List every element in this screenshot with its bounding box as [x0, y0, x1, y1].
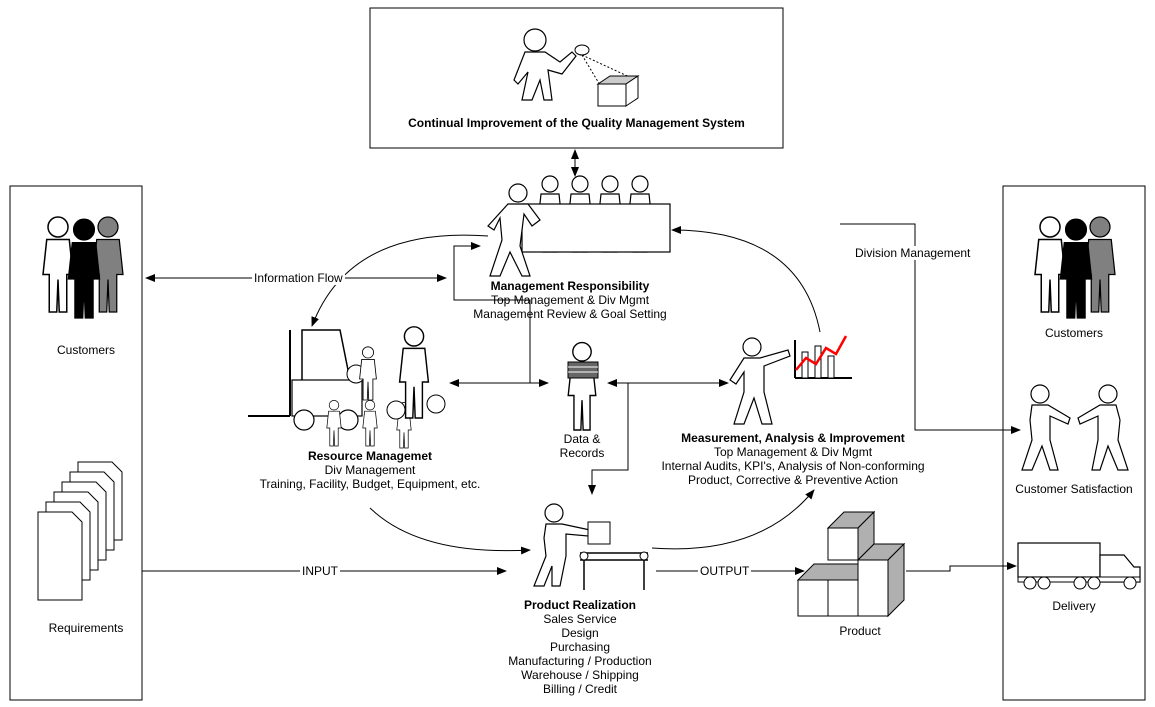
delivery-label: Delivery: [1052, 599, 1096, 613]
customers-left-icon: [42, 216, 124, 319]
customers-right-icon: [1034, 216, 1116, 319]
management-responsibility-block: Management Responsibility Top Management…: [440, 279, 700, 321]
resource-product-curve: [369, 507, 531, 555]
customer-satisfaction-label: Customer Satisfaction: [1015, 482, 1133, 496]
left-panel: [9, 185, 143, 701]
management-responsibility-title: Management Responsibility: [490, 279, 650, 293]
product-measurement-curve: [651, 489, 815, 550]
resource-people-icon: [326, 326, 446, 449]
product-realization-line-1: Sales Service: [543, 612, 617, 626]
resource-line-1: Div Management: [324, 463, 416, 477]
input-label: INPUT: [300, 564, 340, 578]
delivery-truck-icon: [1017, 542, 1141, 590]
product-realization-line-5: Warehouse / Shipping: [521, 668, 639, 682]
mgmt-resource-curve: [311, 234, 489, 327]
management-board-icon: [487, 175, 671, 277]
measurement-line-2: Internal Audits, KPI's, Analysis of Non-…: [661, 459, 925, 473]
measurement-block: Measurement, Analysis & Improvement Top …: [628, 431, 958, 487]
measurement-line-1: Top Management & Div Mgmt: [713, 445, 873, 459]
right-panel: [1002, 185, 1146, 701]
product-realization-line-2: Design: [561, 626, 599, 640]
data-records-block: Data & Records: [552, 432, 612, 460]
product-realization-line-6: Billing / Credit: [542, 682, 618, 696]
kpi-chart-icon: [794, 335, 852, 379]
conveyor-icon: [579, 521, 649, 590]
product-realization-title: Product Realization: [523, 598, 636, 612]
customers-right-label: Customers: [1044, 326, 1103, 340]
information-flow-label: Information Flow: [252, 271, 345, 285]
data-product-arrow: [588, 383, 629, 495]
product-realization-line-3: Purchasing: [549, 640, 611, 654]
top-box: [369, 7, 784, 149]
data-records-line-1: Data &: [563, 432, 601, 446]
resource-management-block: Resource Managemet Div Management Traini…: [230, 449, 510, 491]
data-records-line-2: Records: [559, 446, 605, 460]
product-label: Product: [839, 624, 881, 638]
handshake-icon: [1021, 384, 1129, 471]
measurement-mgmt-curve: [671, 226, 821, 333]
requirements-documents-icon: [37, 461, 123, 601]
measurement-presenter-icon: [729, 337, 791, 425]
resource-management-title: Resource Managemet: [307, 449, 433, 463]
forklift-icon: [248, 329, 366, 431]
inspector-icon: [513, 28, 640, 107]
division-management-label: Division Management: [853, 246, 973, 260]
product-boxes-icon: [796, 510, 906, 618]
management-line-1: Top Management & Div Mgmt: [490, 293, 650, 307]
requirements-label: Requirements: [48, 621, 124, 635]
product-realization-block: Product Realization Sales Service Design…: [480, 598, 680, 696]
delivery-arrow: [906, 562, 1017, 572]
mgmt-back-arrow: [453, 242, 481, 252]
production-worker-icon: [533, 503, 591, 587]
improvement-title: Continual Improvement of the Quality Man…: [408, 116, 745, 130]
data-records-icon: [567, 341, 599, 431]
product-realization-line-4: Manufacturing / Production: [508, 654, 652, 668]
division-mgmt-line: [840, 223, 1021, 434]
output-label: OUTPUT: [698, 564, 752, 578]
measurement-title: Measurement, Analysis & Improvement: [681, 431, 905, 445]
measurement-line-3: Product, Corrective & Preventive Action: [687, 473, 899, 487]
customers-left-label: Customers: [56, 343, 115, 357]
resource-line-2: Training, Facility, Budget, Equipment, e…: [259, 477, 481, 491]
management-line-2: Management Review & Goal Setting: [473, 307, 667, 321]
